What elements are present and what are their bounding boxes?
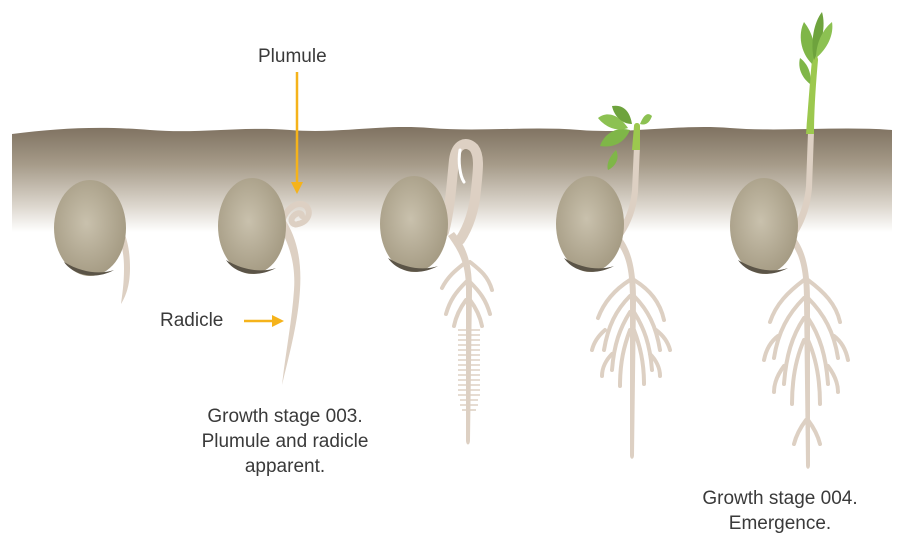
seed-2	[218, 178, 286, 274]
seedling-stage-5	[730, 12, 848, 469]
caption-stage-004-line1: Growth stage 004.	[660, 486, 900, 511]
caption-stage-003-line2: Plumule and radicle	[150, 429, 420, 454]
radicle-label: Radicle	[160, 309, 223, 333]
main-root-3	[448, 232, 472, 445]
seed-3	[380, 176, 448, 272]
green-stem-5	[806, 56, 818, 135]
plumule-label: Plumule	[258, 45, 327, 69]
caption-stage-004: Growth stage 004. Emergence.	[660, 486, 900, 536]
seed-5	[730, 178, 798, 274]
caption-stage-003-line3: apparent.	[150, 454, 420, 479]
caption-stage-003: Growth stage 003. Plumule and radicle ap…	[150, 404, 420, 479]
caption-stage-004-line2: Emergence.	[660, 511, 900, 536]
seed-1	[54, 180, 126, 276]
seedling-stage-3	[380, 144, 492, 445]
radicle-arrow	[244, 315, 284, 327]
caption-stage-003-line1: Growth stage 003.	[150, 404, 420, 429]
seed-4	[556, 176, 624, 272]
